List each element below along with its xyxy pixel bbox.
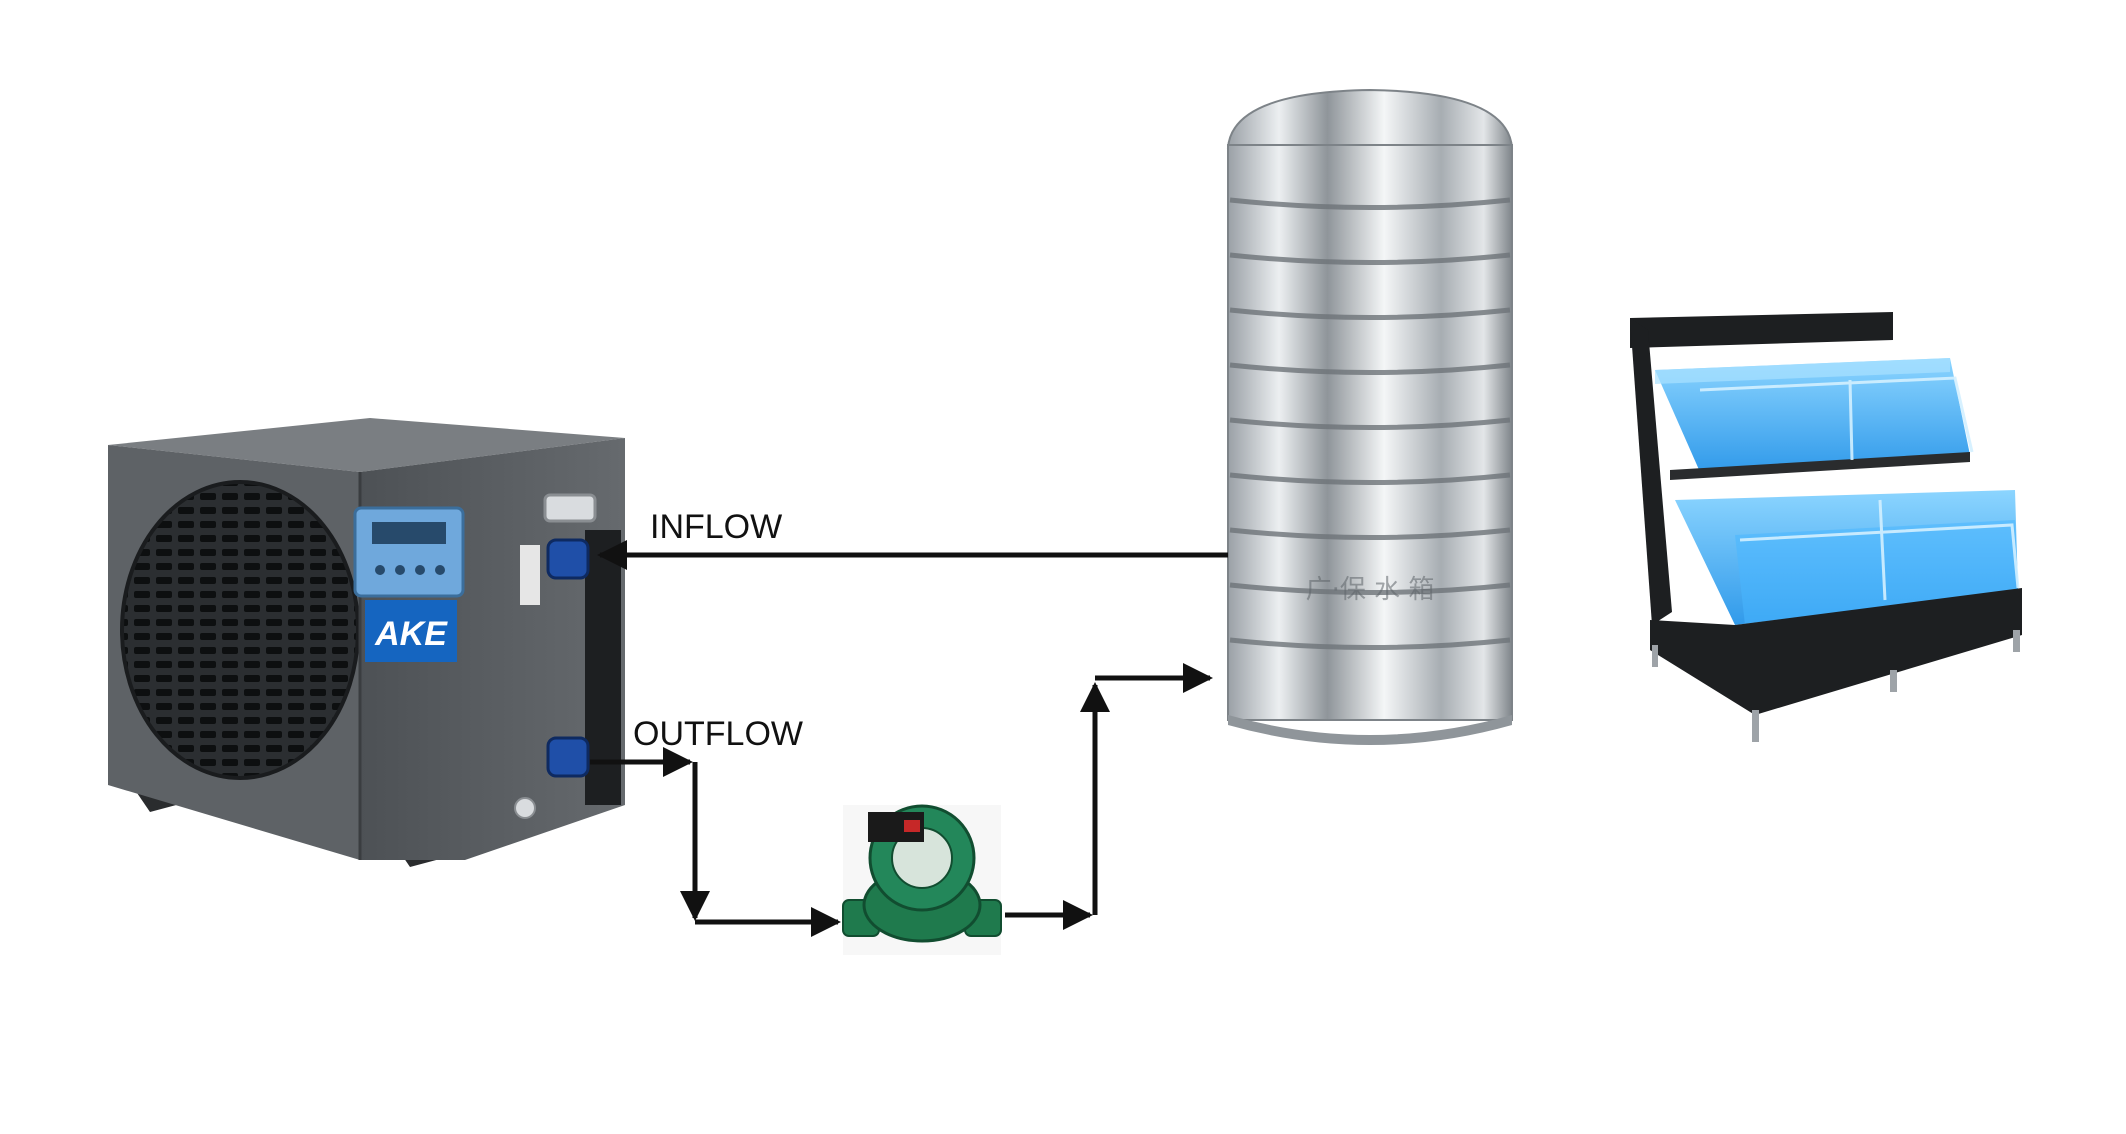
tank-marking: 广·保 水 箱 <box>1306 575 1435 605</box>
inflow-port <box>546 538 590 580</box>
heat-pump-unit-icon: AKE <box>108 418 625 867</box>
fan-grille <box>120 480 360 780</box>
inflow-label: INFLOW <box>650 508 782 546</box>
outflow-label: OUTFLOW <box>633 715 803 753</box>
outflow-port <box>546 736 590 778</box>
aquarium-rack-icon <box>1630 312 2022 742</box>
brand-badge <box>365 600 457 662</box>
flow-arrows <box>590 540 1228 937</box>
water-tank-icon: 广·保 水 箱 <box>1226 88 1514 745</box>
brand-label: AKE <box>374 615 448 653</box>
circulation-pump-icon <box>842 804 1002 955</box>
control-panel <box>353 506 465 598</box>
